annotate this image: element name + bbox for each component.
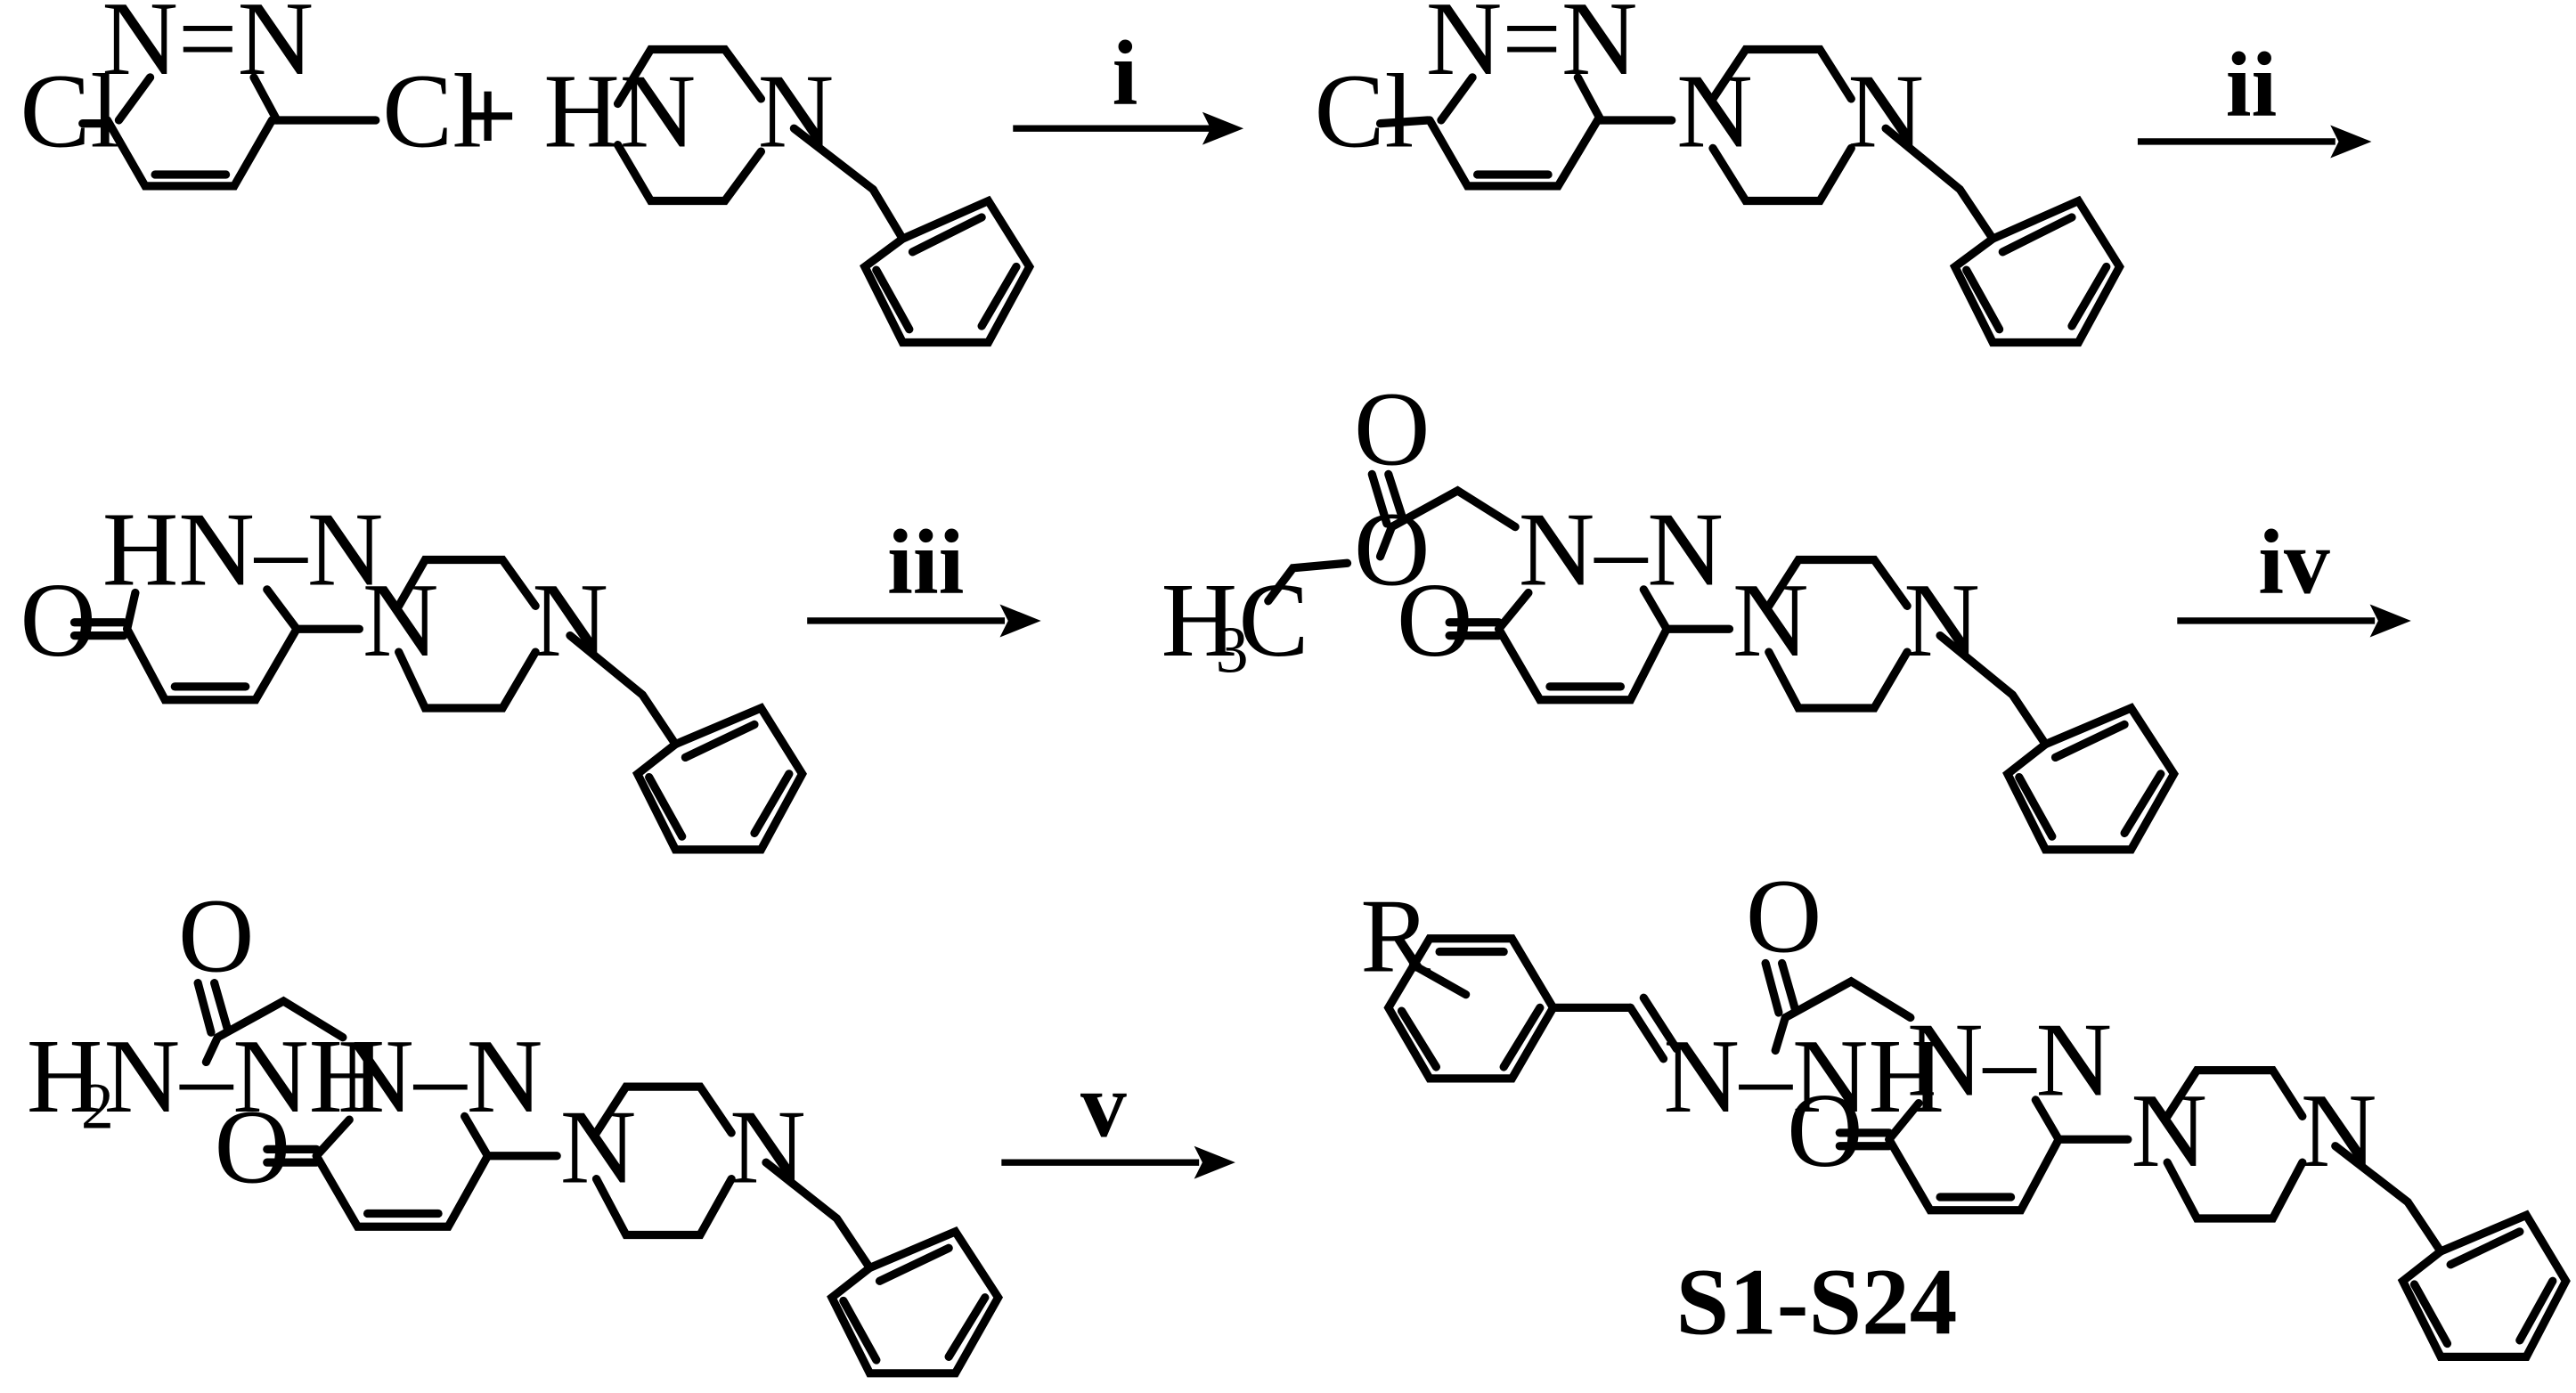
- atom-label: N–N: [1519, 491, 1724, 607]
- atom-label: O: [1354, 371, 1430, 487]
- reaction-arrow-iii: iii: [807, 512, 1041, 638]
- atom-label: O: [178, 878, 254, 995]
- molecule-dichloropyridazine: N=N Cl Cl: [20, 0, 482, 191]
- atom-label: H: [27, 1018, 102, 1135]
- atom-label: Cl: [20, 53, 120, 170]
- atom-subscript: 3: [1216, 613, 1249, 686]
- atom-label: N–NH: [104, 1018, 385, 1135]
- reagent-label-iv: iv: [2258, 512, 2330, 614]
- atom-label: O: [1354, 491, 1430, 607]
- atom-label: N=N: [102, 0, 314, 97]
- reaction-arrow-v: v: [1001, 1055, 1235, 1179]
- reagent-label-v: v: [1080, 1055, 1127, 1157]
- atom-label: N–N: [338, 1018, 542, 1135]
- molecule-hydrazide: O H 2 N–NH N–N O N N: [27, 878, 1004, 1378]
- reaction-arrow-i: i: [1013, 22, 1244, 145]
- atom-label: O: [1746, 859, 1822, 975]
- reagent-label-ii: ii: [2226, 34, 2278, 135]
- atom-label: N–NH: [1664, 1018, 1944, 1135]
- molecule-ethyl-ester: O O H 3 C N–N O N N: [1162, 371, 2180, 854]
- reagent-label-iii: iii: [887, 512, 964, 614]
- molecule-pyridazinone: HN–N O N N: [20, 491, 807, 854]
- reagent-label-i: i: [1113, 22, 1138, 124]
- atom-label: C: [1239, 562, 1309, 679]
- atom-label: Cl: [1315, 53, 1414, 170]
- atom-label: N=N: [1426, 0, 1638, 97]
- molecule-final-hydrazone: R N–NH O N–N O N N: [1360, 859, 2571, 1361]
- molecule-chloropyridazinyl-piperazine: N=N Cl N N: [1315, 0, 2124, 347]
- atom-label: H: [1162, 562, 1237, 679]
- atom-label: HN–N: [102, 491, 383, 607]
- plus-sign: +: [458, 58, 518, 175]
- atom-subscript: 2: [81, 1069, 114, 1142]
- atom-label: R: [1360, 878, 1431, 995]
- reaction-arrow-iv: iv: [2177, 512, 2411, 638]
- molecule-benzylpiperazine: HN N: [543, 45, 1035, 347]
- product-label: S1-S24: [1676, 1249, 1958, 1355]
- atom-label: N–N: [1907, 1001, 2112, 1118]
- atom-label: Cl: [382, 53, 482, 170]
- reaction-arrow-ii: ii: [2137, 34, 2372, 159]
